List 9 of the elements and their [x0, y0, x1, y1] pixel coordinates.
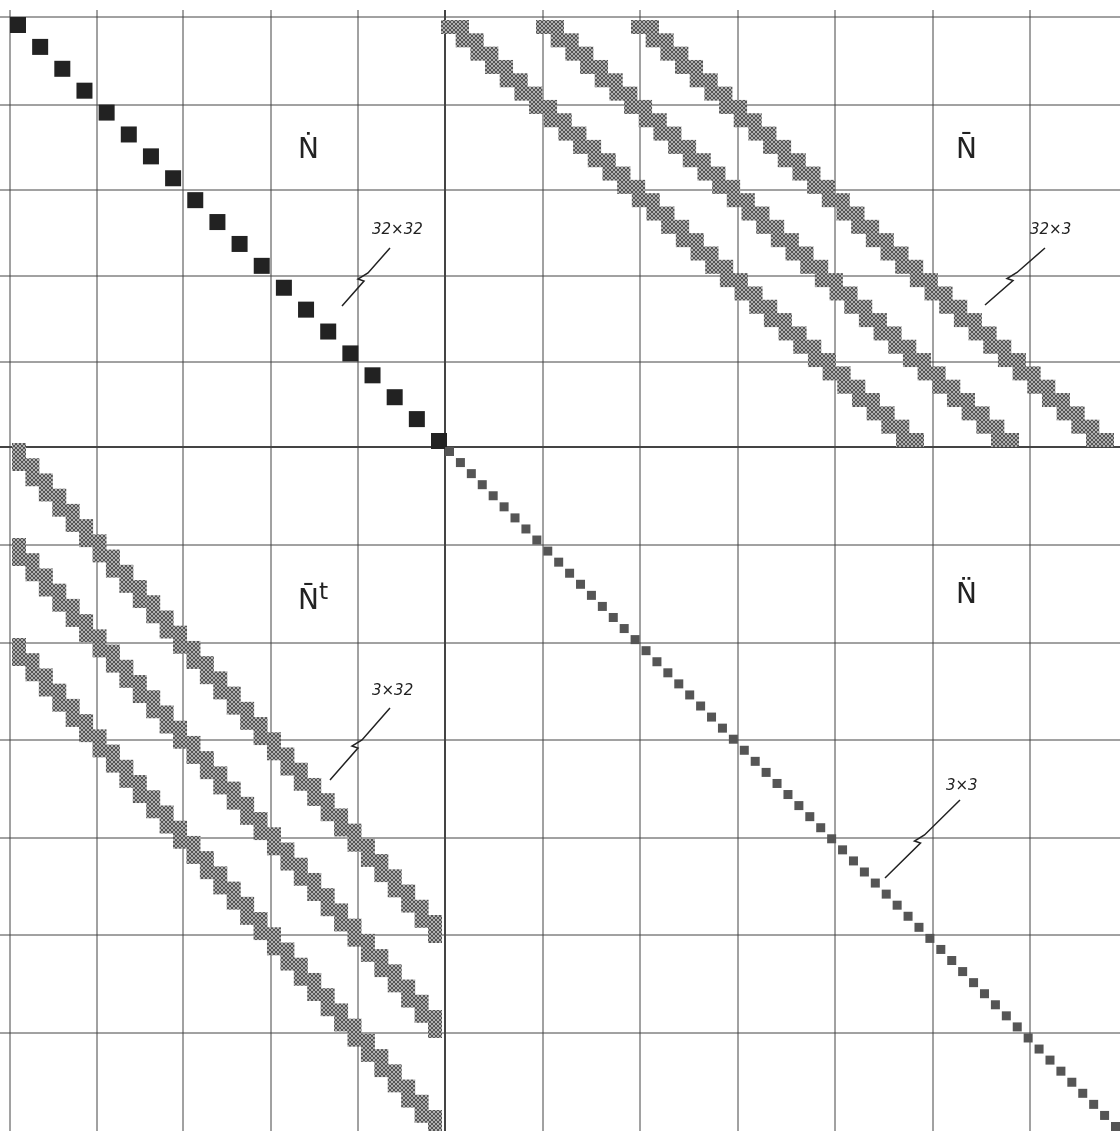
leader-line [884, 799, 961, 879]
matrix-block-label: N̄$^{t}$ [298, 580, 329, 615]
leader-line [329, 707, 391, 781]
size-label: 3×32 [372, 683, 414, 698]
leader-line [341, 247, 391, 307]
size-label: 32×32 [372, 222, 423, 237]
size-label: 3×3 [946, 778, 978, 793]
size-label: 32×3 [1030, 222, 1072, 237]
leader-line [984, 247, 1046, 306]
